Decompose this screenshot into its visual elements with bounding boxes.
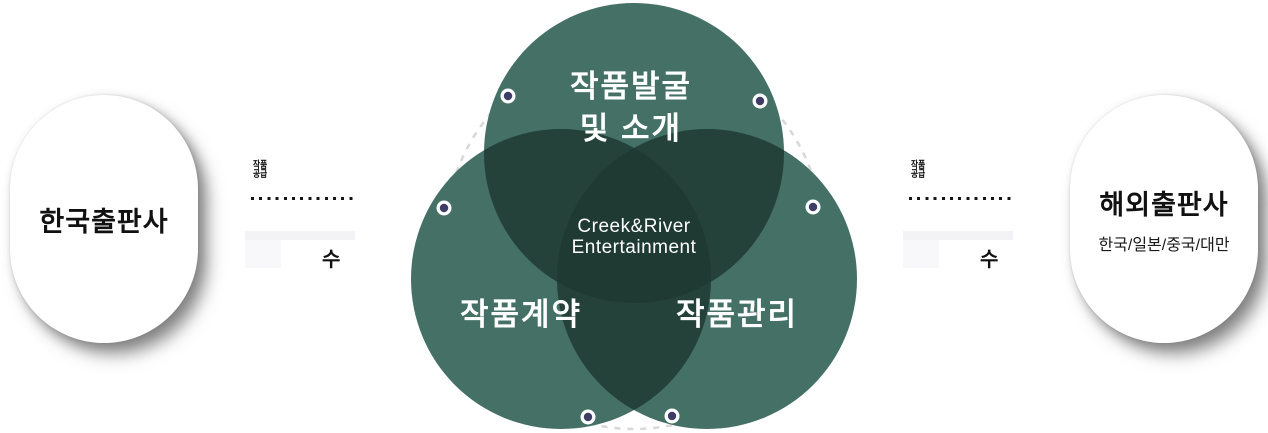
right-connector-arrow-bar [903, 231, 1013, 240]
overseas-publisher-title: 해외출판사 [1099, 190, 1229, 220]
orbit-node-right [805, 199, 821, 215]
left-connector-dotted-line [251, 197, 353, 200]
venn-center-label-line2: Entertainment [571, 237, 697, 258]
orbit-node-bottom-left [580, 409, 596, 425]
venn-center-label: Creek&River Entertainment [484, 216, 784, 258]
venn-top-label-line2: 및 소개 [579, 111, 683, 146]
right-connector-dotted-line [909, 197, 1011, 200]
overseas-publisher-countries: 한국/일본/중국/대만 [1098, 237, 1230, 254]
right-connector-compressed-label: 작품공급 [911, 160, 926, 180]
left-connector-compressed-label: 작품공급 [253, 160, 268, 180]
orbit-node-top-right [752, 93, 768, 109]
right-connector: 작품공급 수 [903, 155, 1015, 273]
overseas-publisher-card: 해외출판사 한국/일본/중국/대만 [1070, 95, 1258, 343]
venn-bottom-right-label: 작품관리 [675, 297, 799, 332]
venn-top-circle-label: 작품발굴 및 소개 [471, 66, 791, 150]
left-connector-arrow-bar [245, 231, 355, 240]
korean-publisher-card: 한국출판사 [10, 95, 198, 343]
venn-bottom-left-label: 작품계약 [459, 297, 583, 332]
right-connector-arrow-head [903, 240, 939, 268]
orbit-node-left [436, 200, 452, 216]
left-connector: 작품공급 수 [245, 155, 357, 273]
right-connector-su-label: 수 [980, 249, 999, 271]
orbit-node-bottom-right [664, 408, 680, 424]
korean-publisher-title: 한국출판사 [39, 206, 169, 237]
left-connector-su-label: 수 [322, 249, 341, 271]
left-connector-arrow-head [245, 240, 281, 268]
overlap-center [557, 129, 711, 303]
venn-center-label-line1: Creek&River [577, 216, 691, 237]
orbit-node-top-left [500, 88, 516, 104]
orbit-nodes [436, 88, 821, 425]
venn-top-label-line1: 작품발굴 [569, 69, 693, 104]
